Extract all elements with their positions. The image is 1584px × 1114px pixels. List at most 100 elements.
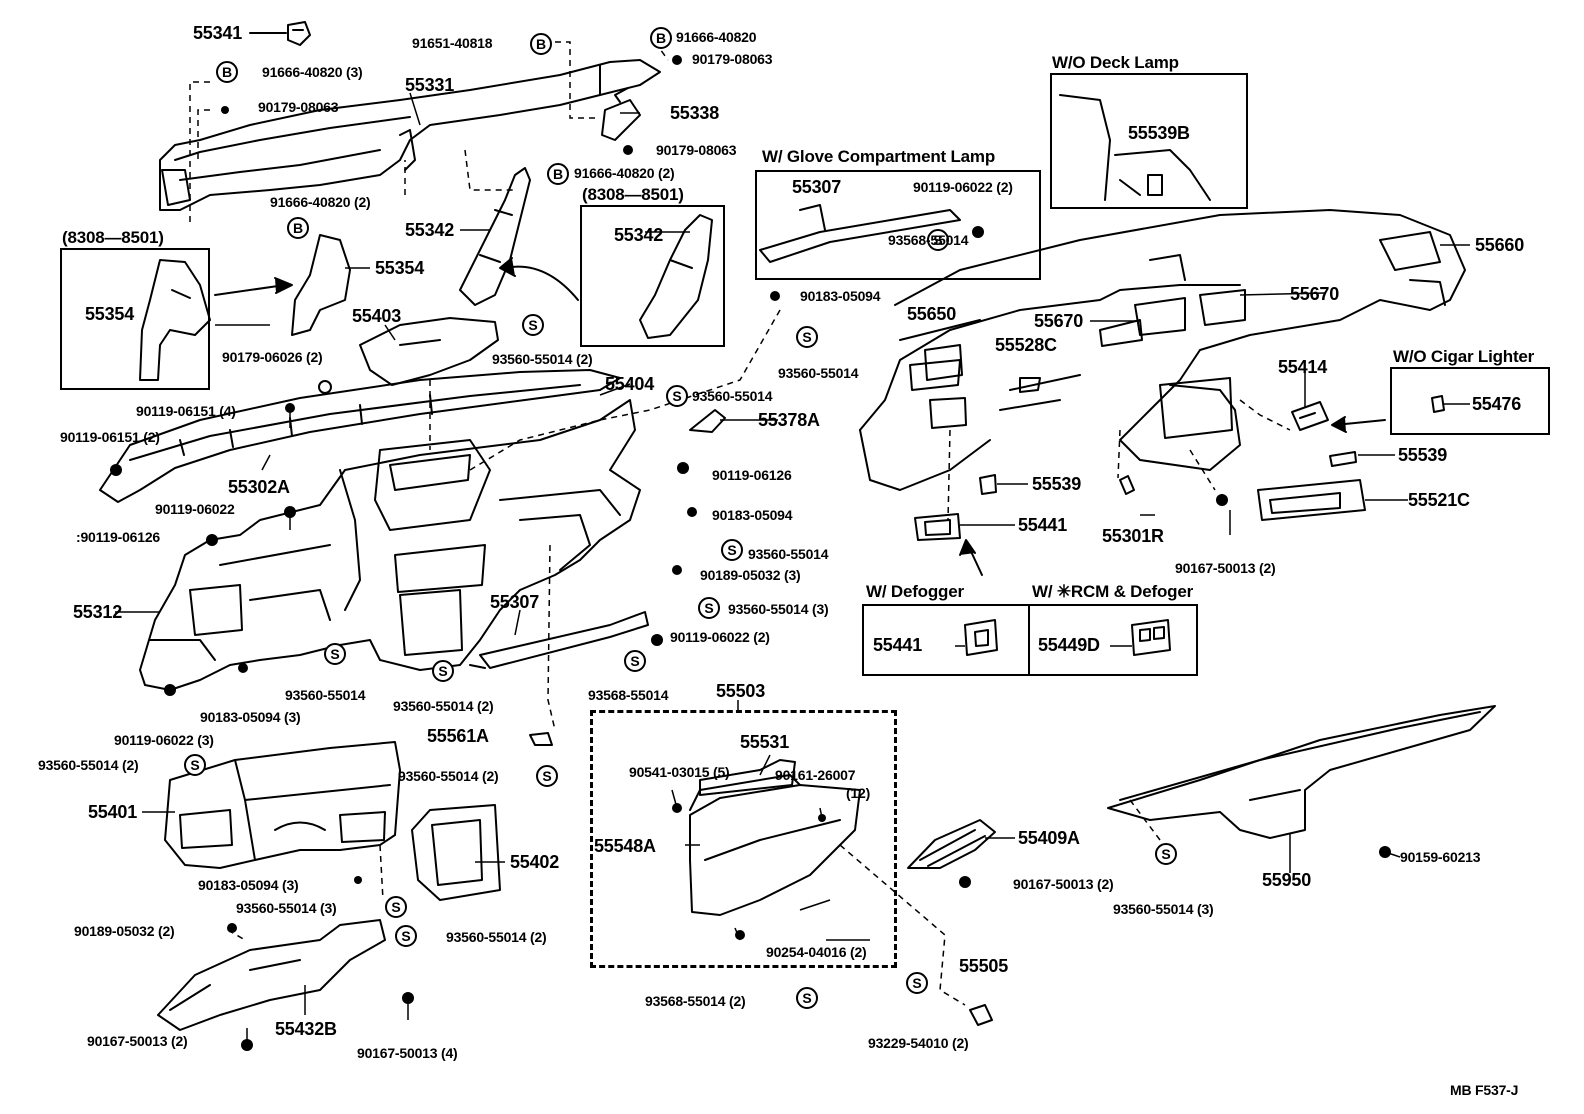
- bracket-55354-boxed: [139, 259, 211, 381]
- symbol-s-1: S: [522, 314, 544, 336]
- bracket-55338: [601, 99, 641, 141]
- switch-55539-b: [979, 474, 997, 495]
- inset-box-55342: [580, 205, 725, 347]
- symbol-s-15: S: [927, 229, 949, 251]
- label-55404: 55404: [605, 374, 655, 394]
- lower-panel-55432B: [157, 919, 386, 1031]
- label-55521C: 55521C: [1408, 490, 1470, 510]
- inset-box-55503: [590, 710, 897, 968]
- pin-55301R: [1119, 475, 1135, 495]
- label-55302A: 55302A: [228, 477, 290, 497]
- label-90159-60213: 90159-60213: [1400, 849, 1481, 865]
- label-93560-55014-a: 93560-55014: [778, 365, 859, 381]
- symbol-s-9: S: [184, 754, 206, 776]
- inset-box-cigar: [1390, 367, 1550, 435]
- symbol-s-6: S: [324, 643, 346, 665]
- symbol-s-14: S: [906, 972, 928, 994]
- label-90183-05094-b: 90183-05094: [712, 507, 793, 523]
- label-93560-55014-b: 93560-55014: [692, 388, 773, 404]
- dash-assembly: [859, 209, 1466, 491]
- label-91666-40820-2b: 91666-40820 (2): [270, 194, 371, 210]
- bar-55307-lamp: [759, 204, 961, 263]
- label-93560-55014-3b: 93560-55014 (3): [236, 900, 337, 916]
- symbol-s-10: S: [536, 765, 558, 787]
- symbol-s-8: S: [624, 650, 646, 672]
- label-90179-06026: 90179-06026 (2): [222, 349, 323, 365]
- symbol-s-2: S: [796, 326, 818, 348]
- label-55503: 55503: [716, 681, 766, 701]
- label-90119-06126-a: 90119-06126: [712, 467, 792, 483]
- label-93560-55014-2c: 93560-55014 (2): [38, 757, 139, 773]
- label-55341: 55341: [193, 23, 243, 43]
- label-55539-b: 55539: [1032, 474, 1082, 494]
- label-90119-06022-3: 90119-06022 (3): [114, 732, 214, 748]
- label-90167-50013-2c: 90167-50013 (2): [1013, 876, 1114, 892]
- label-90161-26007: 90161-26007: [775, 767, 856, 783]
- label-55307-b: 55307: [792, 177, 842, 197]
- label-90167-50013-2a: 90167-50013 (2): [87, 1033, 188, 1049]
- label-55660: 55660: [1475, 235, 1525, 255]
- label-93560-55014-2b: 93560-55014 (2): [393, 698, 494, 714]
- switch-55449D: [1131, 619, 1171, 656]
- knob-55476: [1431, 395, 1445, 413]
- symbol-s-3: S: [666, 385, 688, 407]
- inset-box-deck-lamp: [1050, 73, 1248, 209]
- box-55521C: [1257, 479, 1366, 521]
- bracket-55341: [287, 21, 311, 46]
- label-93568-55014-b: 93568-55014: [888, 232, 969, 248]
- label-55354-a: 55354: [85, 304, 135, 324]
- label-90183-05094-3b: 90183-05094 (3): [198, 877, 299, 893]
- label-55331: 55331: [405, 75, 455, 95]
- label-55950: 55950: [1262, 870, 1312, 890]
- label-93560-55014-2d: 93560-55014 (2): [398, 768, 499, 784]
- heading-rcm: W/ ✳RCM & Defoger: [1032, 582, 1194, 601]
- symbol-b-5: B: [287, 217, 309, 239]
- label-90161-26007-qty: (12): [846, 785, 871, 801]
- label-93560-55014-3c: 93560-55014 (3): [1113, 901, 1214, 917]
- switch-55539: [1329, 451, 1357, 467]
- grille-55409A: [907, 819, 996, 869]
- switch-55441-defogger: [964, 619, 998, 656]
- label-90167-50013-2b: 90167-50013 (2): [1175, 560, 1276, 576]
- label-55449D: 55449D: [1038, 635, 1100, 655]
- label-55528C: 55528C: [995, 335, 1057, 355]
- symbol-b-4: B: [547, 163, 569, 185]
- label-90167-50013-4: 90167-50013 (4): [357, 1045, 458, 1061]
- label-90119-06022-2b: 90119-06022 (2): [913, 179, 1013, 195]
- brace-55342: [459, 167, 531, 306]
- label-90189-05032-2: 90189-05032 (2): [74, 923, 175, 939]
- label-90183-05094-a: 90183-05094: [800, 288, 881, 304]
- label-55548A: 55548A: [594, 836, 656, 856]
- symbol-b-1: B: [530, 33, 552, 55]
- label-90183-05094-3a: 90183-05094 (3): [200, 709, 301, 725]
- label-55338: 55338: [670, 103, 720, 123]
- deck-lamp-area: [1059, 94, 1211, 201]
- glove-box-55548A: [689, 774, 861, 916]
- symbol-s-5: S: [698, 597, 720, 619]
- label-93560-55014-c: 93560-55014: [748, 546, 829, 562]
- inset-box-55354: [60, 248, 210, 390]
- label-90119-06022-2: 90119-06022 (2): [670, 629, 770, 645]
- symbol-s-11: S: [385, 896, 407, 918]
- label-55476: 55476: [1472, 394, 1522, 414]
- label-55561A: 55561A: [427, 726, 489, 746]
- label-55409A: 55409A: [1018, 828, 1080, 848]
- hinge-55531: [699, 759, 796, 796]
- safety-pad-55302A: [99, 369, 621, 503]
- symbol-s-16: S: [1155, 843, 1177, 865]
- label-55441-a: 55441: [1018, 515, 1068, 535]
- label-91666-40820-a: 91666-40820: [676, 29, 757, 45]
- heading-date-range-b: (8308—8501): [582, 185, 684, 204]
- label-93229-54010: 93229-54010 (2): [868, 1035, 969, 1051]
- label-55414: 55414: [1278, 357, 1328, 377]
- inset-box-rcm: [1028, 604, 1198, 676]
- label-55650: 55650: [907, 304, 957, 324]
- symbol-b-3: B: [216, 61, 238, 83]
- dash-panel-55312: [139, 399, 641, 691]
- label-55403: 55403: [352, 306, 402, 326]
- label-90119-06151-2: 90119-06151 (2): [60, 429, 160, 445]
- symbol-s-4: S: [721, 539, 743, 561]
- symbol-s-13: S: [796, 987, 818, 1009]
- label-90179-08063-c: 90179-08063: [656, 142, 737, 158]
- heading-defogger: W/ Defogger: [866, 582, 964, 601]
